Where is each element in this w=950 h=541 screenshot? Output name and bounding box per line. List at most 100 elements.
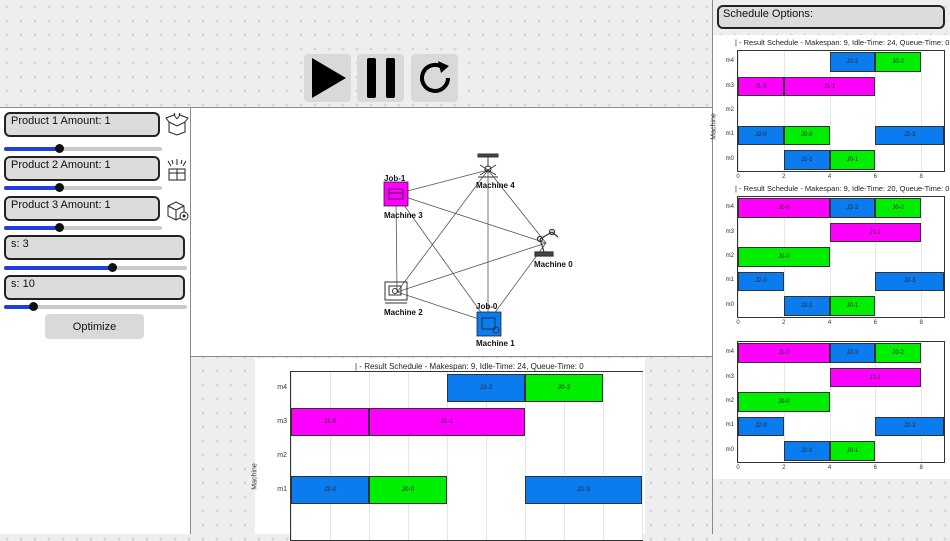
slider-knob[interactable] [55, 144, 65, 153]
schedule-bar: J2-3 [875, 271, 944, 292]
y-tick-label: m4 [277, 384, 287, 391]
schedule-bar: J2-2 [829, 343, 876, 363]
x-tick-label: 6 [873, 465, 877, 471]
x-tick-label: 8 [919, 174, 923, 180]
schedule-bar: J0-1 [829, 150, 876, 170]
schedule-bar: J0-2 [875, 343, 922, 363]
slider-fill [4, 147, 60, 151]
gridline [330, 372, 331, 540]
optimize-button[interactable]: Optimize [45, 314, 144, 339]
param-1-field[interactable]: s: 3 [4, 235, 185, 260]
x-tick-label: 0 [736, 320, 740, 326]
gridline [829, 51, 831, 171]
machine-4-icon[interactable] [477, 153, 499, 178]
gridline [921, 342, 923, 462]
machine-graph [383, 153, 559, 337]
gridline [783, 51, 785, 171]
y-tick-label: m2 [725, 107, 734, 113]
gridline [738, 51, 739, 171]
y-tick-label: m1 [725, 277, 734, 284]
gridline [642, 372, 643, 540]
machine-3-icon[interactable] [383, 181, 409, 207]
y-tick-label: m1 [725, 131, 734, 138]
product-3-slider[interactable] [4, 223, 162, 232]
schedule-bar: J2-0 [738, 416, 784, 437]
x-tick-label: 8 [919, 465, 923, 471]
product-1-slider[interactable] [4, 144, 162, 153]
x-tick-label: 6 [873, 320, 877, 326]
schedule-bar: J2-0 [738, 271, 784, 292]
schedule-bar: J2-3 [875, 125, 944, 146]
x-tick-label: 0 [736, 174, 740, 180]
slider-fill [4, 305, 34, 309]
x-tick-label: 4 [827, 320, 832, 326]
param-1-slider[interactable] [4, 263, 187, 272]
schedule-bar: J0-1 [829, 296, 876, 316]
edge-m0-m2 [396, 242, 547, 293]
schedule-bar: J0-0 [738, 392, 830, 412]
slider-knob[interactable] [55, 183, 65, 192]
schedule-bar: J0-2 [525, 374, 603, 402]
play-icon [311, 58, 346, 98]
divider-middle [190, 356, 712, 357]
gift-box-icon [165, 158, 189, 182]
machine-0-icon[interactable] [534, 228, 559, 257]
node-label-machine-0: Machine 0 [534, 260, 573, 269]
product-2-amount-field[interactable]: Product 2 Amount: 1 [4, 156, 160, 181]
x-tick-label: 0 [736, 465, 740, 471]
product-2-slider[interactable] [4, 183, 162, 192]
schedule-bar: J1-1 [369, 408, 525, 436]
schedule-bar: J2-0 [291, 476, 369, 504]
y-tick-label: m1 [725, 422, 734, 429]
y-tick-label: m2 [277, 452, 287, 459]
y-tick-label: m1 [277, 486, 287, 493]
gridline [408, 372, 409, 540]
node-label-machine-3: Machine 3 [384, 211, 423, 220]
schedule-bar: J2-0 [738, 125, 784, 146]
slider-fill [4, 186, 60, 190]
divider-top [0, 107, 712, 108]
product-3-amount-field[interactable]: Product 3 Amount: 1 [4, 196, 160, 221]
slider-knob[interactable] [55, 223, 65, 232]
schedule-bar: J1-0 [738, 343, 830, 363]
gridline [829, 197, 831, 317]
machine-1-icon[interactable] [476, 311, 502, 337]
play-button[interactable] [304, 54, 351, 102]
machine-2-icon[interactable] [384, 281, 408, 304]
gridline [447, 372, 448, 540]
graph-panel [190, 107, 712, 356]
schedule-bar: J0-2 [875, 52, 922, 72]
x-tick-label: 4 [827, 174, 832, 180]
open-box-icon [165, 112, 189, 136]
param-2-slider[interactable] [4, 302, 187, 311]
edge-m4-m2 [396, 169, 489, 293]
slider-knob[interactable] [107, 263, 117, 272]
product-1-amount-field[interactable]: Product 1 Amount: 1 [4, 112, 160, 137]
y-tick-label: m0 [725, 446, 734, 453]
schedule-chart-title: | - Result Schedule - Makespan: 9, Idle-… [735, 184, 950, 193]
x-tick-label: 2 [782, 174, 786, 180]
edge-m3-m1 [395, 193, 489, 323]
gridline [564, 372, 565, 540]
y-tick-label: m3 [725, 228, 734, 235]
restart-icon [419, 61, 450, 93]
restart-button[interactable] [411, 54, 458, 102]
schedule-bar: J1-1 [829, 222, 922, 243]
schedule-chart-title: | - Result Schedule - Makespan: 9, Idle-… [735, 38, 950, 47]
param-2-field[interactable]: s: 10 [4, 275, 185, 300]
pause-icon [366, 58, 395, 98]
y-tick-label: m4 [725, 58, 734, 65]
y-axis-label: Machine [251, 463, 259, 490]
node-label-machine-4: Machine 4 [476, 181, 515, 190]
x-tick-label: 4 [827, 465, 832, 471]
slider-knob[interactable] [29, 302, 39, 311]
pause-button[interactable] [357, 54, 404, 102]
gridline [921, 51, 923, 171]
schedule-bar: J1-0 [738, 76, 784, 97]
x-tick-label: 2 [782, 465, 786, 471]
schedule-bar: J0-2 [875, 198, 922, 218]
y-tick-label: m2 [725, 398, 734, 404]
x-tick-label: 6 [873, 174, 877, 180]
schedule-bar: J2-2 [829, 52, 876, 72]
gridline [525, 372, 526, 540]
